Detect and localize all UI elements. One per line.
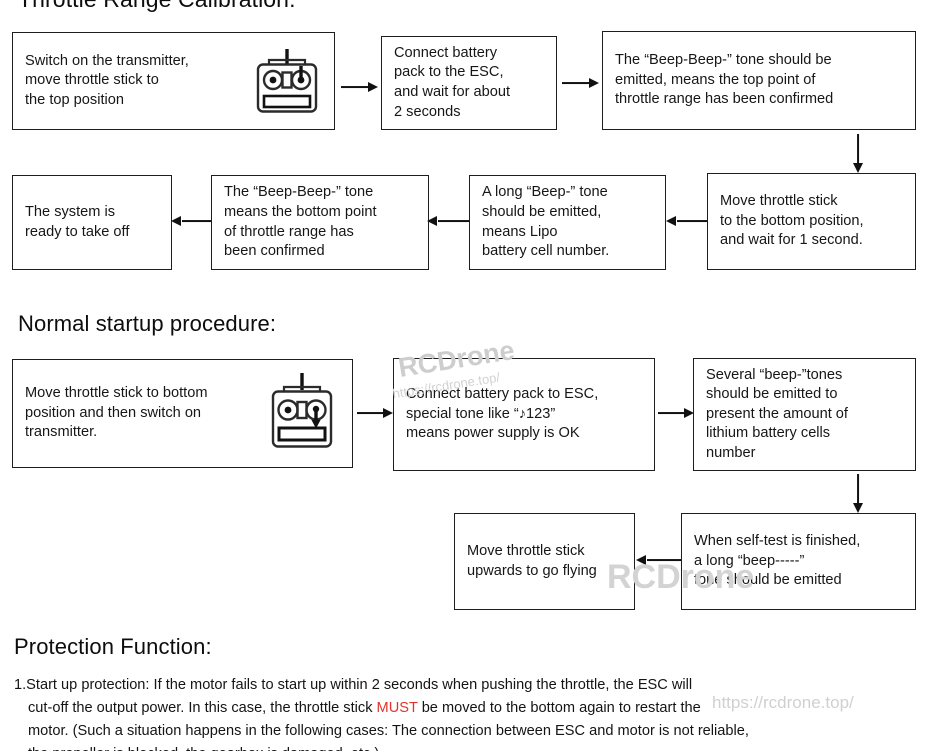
protection-text-highlight-must: MUST bbox=[376, 700, 418, 716]
flow-arrow-right-1 bbox=[341, 81, 378, 93]
flow-box-text: Several “beep-”tones should be emitted t… bbox=[706, 366, 848, 461]
flow-box-beep-beep-top-point: The “Beep-Beep-” tone should be emitted,… bbox=[602, 31, 916, 130]
flow-arrow-down-1 bbox=[852, 134, 864, 173]
page-title-normal-startup-procedure: Normal startup procedure: bbox=[18, 311, 277, 336]
flow-box-text: A long “Beep-” tone should be emitted, m… bbox=[482, 184, 610, 260]
flow-arrow-right-4 bbox=[658, 407, 694, 419]
transmitter-stick-down-icon bbox=[264, 370, 340, 456]
flow-arrow-left-1 bbox=[666, 215, 707, 227]
flow-arrow-left-2 bbox=[427, 215, 469, 227]
protection-text-line-3: motor. (Such a situation happens in the … bbox=[28, 723, 749, 739]
flow-arrow-right-3 bbox=[357, 407, 393, 419]
page-title-protection-function: Protection Function: bbox=[14, 634, 212, 659]
transmitter-stick-up-icon bbox=[249, 47, 325, 115]
flow-box-text: Move throttle stick to the bottom positi… bbox=[720, 193, 864, 249]
flow-box-self-test-finished-long-beep: When self-test is finished, a long “beep… bbox=[681, 513, 916, 610]
flow-arrow-down-2 bbox=[852, 474, 864, 513]
protection-text-line-2: cut-off the output power. In this case, … bbox=[28, 697, 701, 720]
flow-box-long-beep-lipo-cells: A long “Beep-” tone should be emitted, m… bbox=[469, 175, 666, 270]
flow-box-text: The system is ready to take off bbox=[25, 203, 130, 240]
flow-box-text: Switch on the transmitter, move throttle… bbox=[25, 52, 189, 108]
flow-box-move-throttle-bottom: Move throttle stick to the bottom positi… bbox=[707, 173, 916, 270]
page-title-throttle-range-calibration: Throttle Range Calibration: bbox=[18, 0, 296, 13]
flow-box-several-beep-tones-cells: Several “beep-”tones should be emitted t… bbox=[693, 358, 916, 471]
protection-text-line-2-after: be moved to the bottom again to restart … bbox=[417, 700, 701, 716]
protection-text-line-2-before: cut-off the output power. In this case, … bbox=[28, 700, 377, 716]
flow-box-text: Connect battery pack to the ESC, and wai… bbox=[394, 44, 511, 120]
flow-box-text: Move throttle stick to bottom position a… bbox=[25, 385, 208, 441]
flow-box-text: Connect battery pack to ESC, special ton… bbox=[406, 386, 599, 442]
protection-text-line-4: the propeller is blocked, the gearbox is… bbox=[28, 743, 379, 751]
flow-arrow-left-4 bbox=[636, 554, 681, 566]
protection-text-line-1: 1.Start up protection: If the motor fail… bbox=[14, 677, 693, 693]
flow-box-connect-battery-pack: Connect battery pack to the ESC, and wai… bbox=[381, 36, 557, 130]
flow-box-text: The “Beep-Beep-” tone means the bottom p… bbox=[224, 184, 377, 260]
flow-box-text: The “Beep-Beep-” tone should be emitted,… bbox=[615, 52, 834, 108]
flow-box-system-ready-takeoff: The system is ready to take off bbox=[12, 175, 172, 270]
flow-arrow-left-3 bbox=[171, 215, 211, 227]
flow-box-move-throttle-bottom-switch-on: Move throttle stick to bottom position a… bbox=[12, 359, 353, 468]
flow-box-move-throttle-upwards-fly: Move throttle stick upwards to go flying bbox=[454, 513, 635, 610]
flow-box-beep-beep-bottom-point: The “Beep-Beep-” tone means the bottom p… bbox=[211, 175, 429, 270]
flow-arrow-right-2 bbox=[562, 77, 599, 89]
flow-box-text: When self-test is finished, a long “beep… bbox=[694, 533, 861, 589]
watermark-url-bottom: https://rcdrone.top/ bbox=[712, 693, 854, 712]
flow-box-text: Move throttle stick upwards to go flying bbox=[467, 542, 597, 579]
flow-box-switch-on-transmitter: Switch on the transmitter, move throttle… bbox=[12, 32, 335, 130]
flow-box-connect-battery-special-tone: Connect battery pack to ESC, special ton… bbox=[393, 358, 655, 471]
